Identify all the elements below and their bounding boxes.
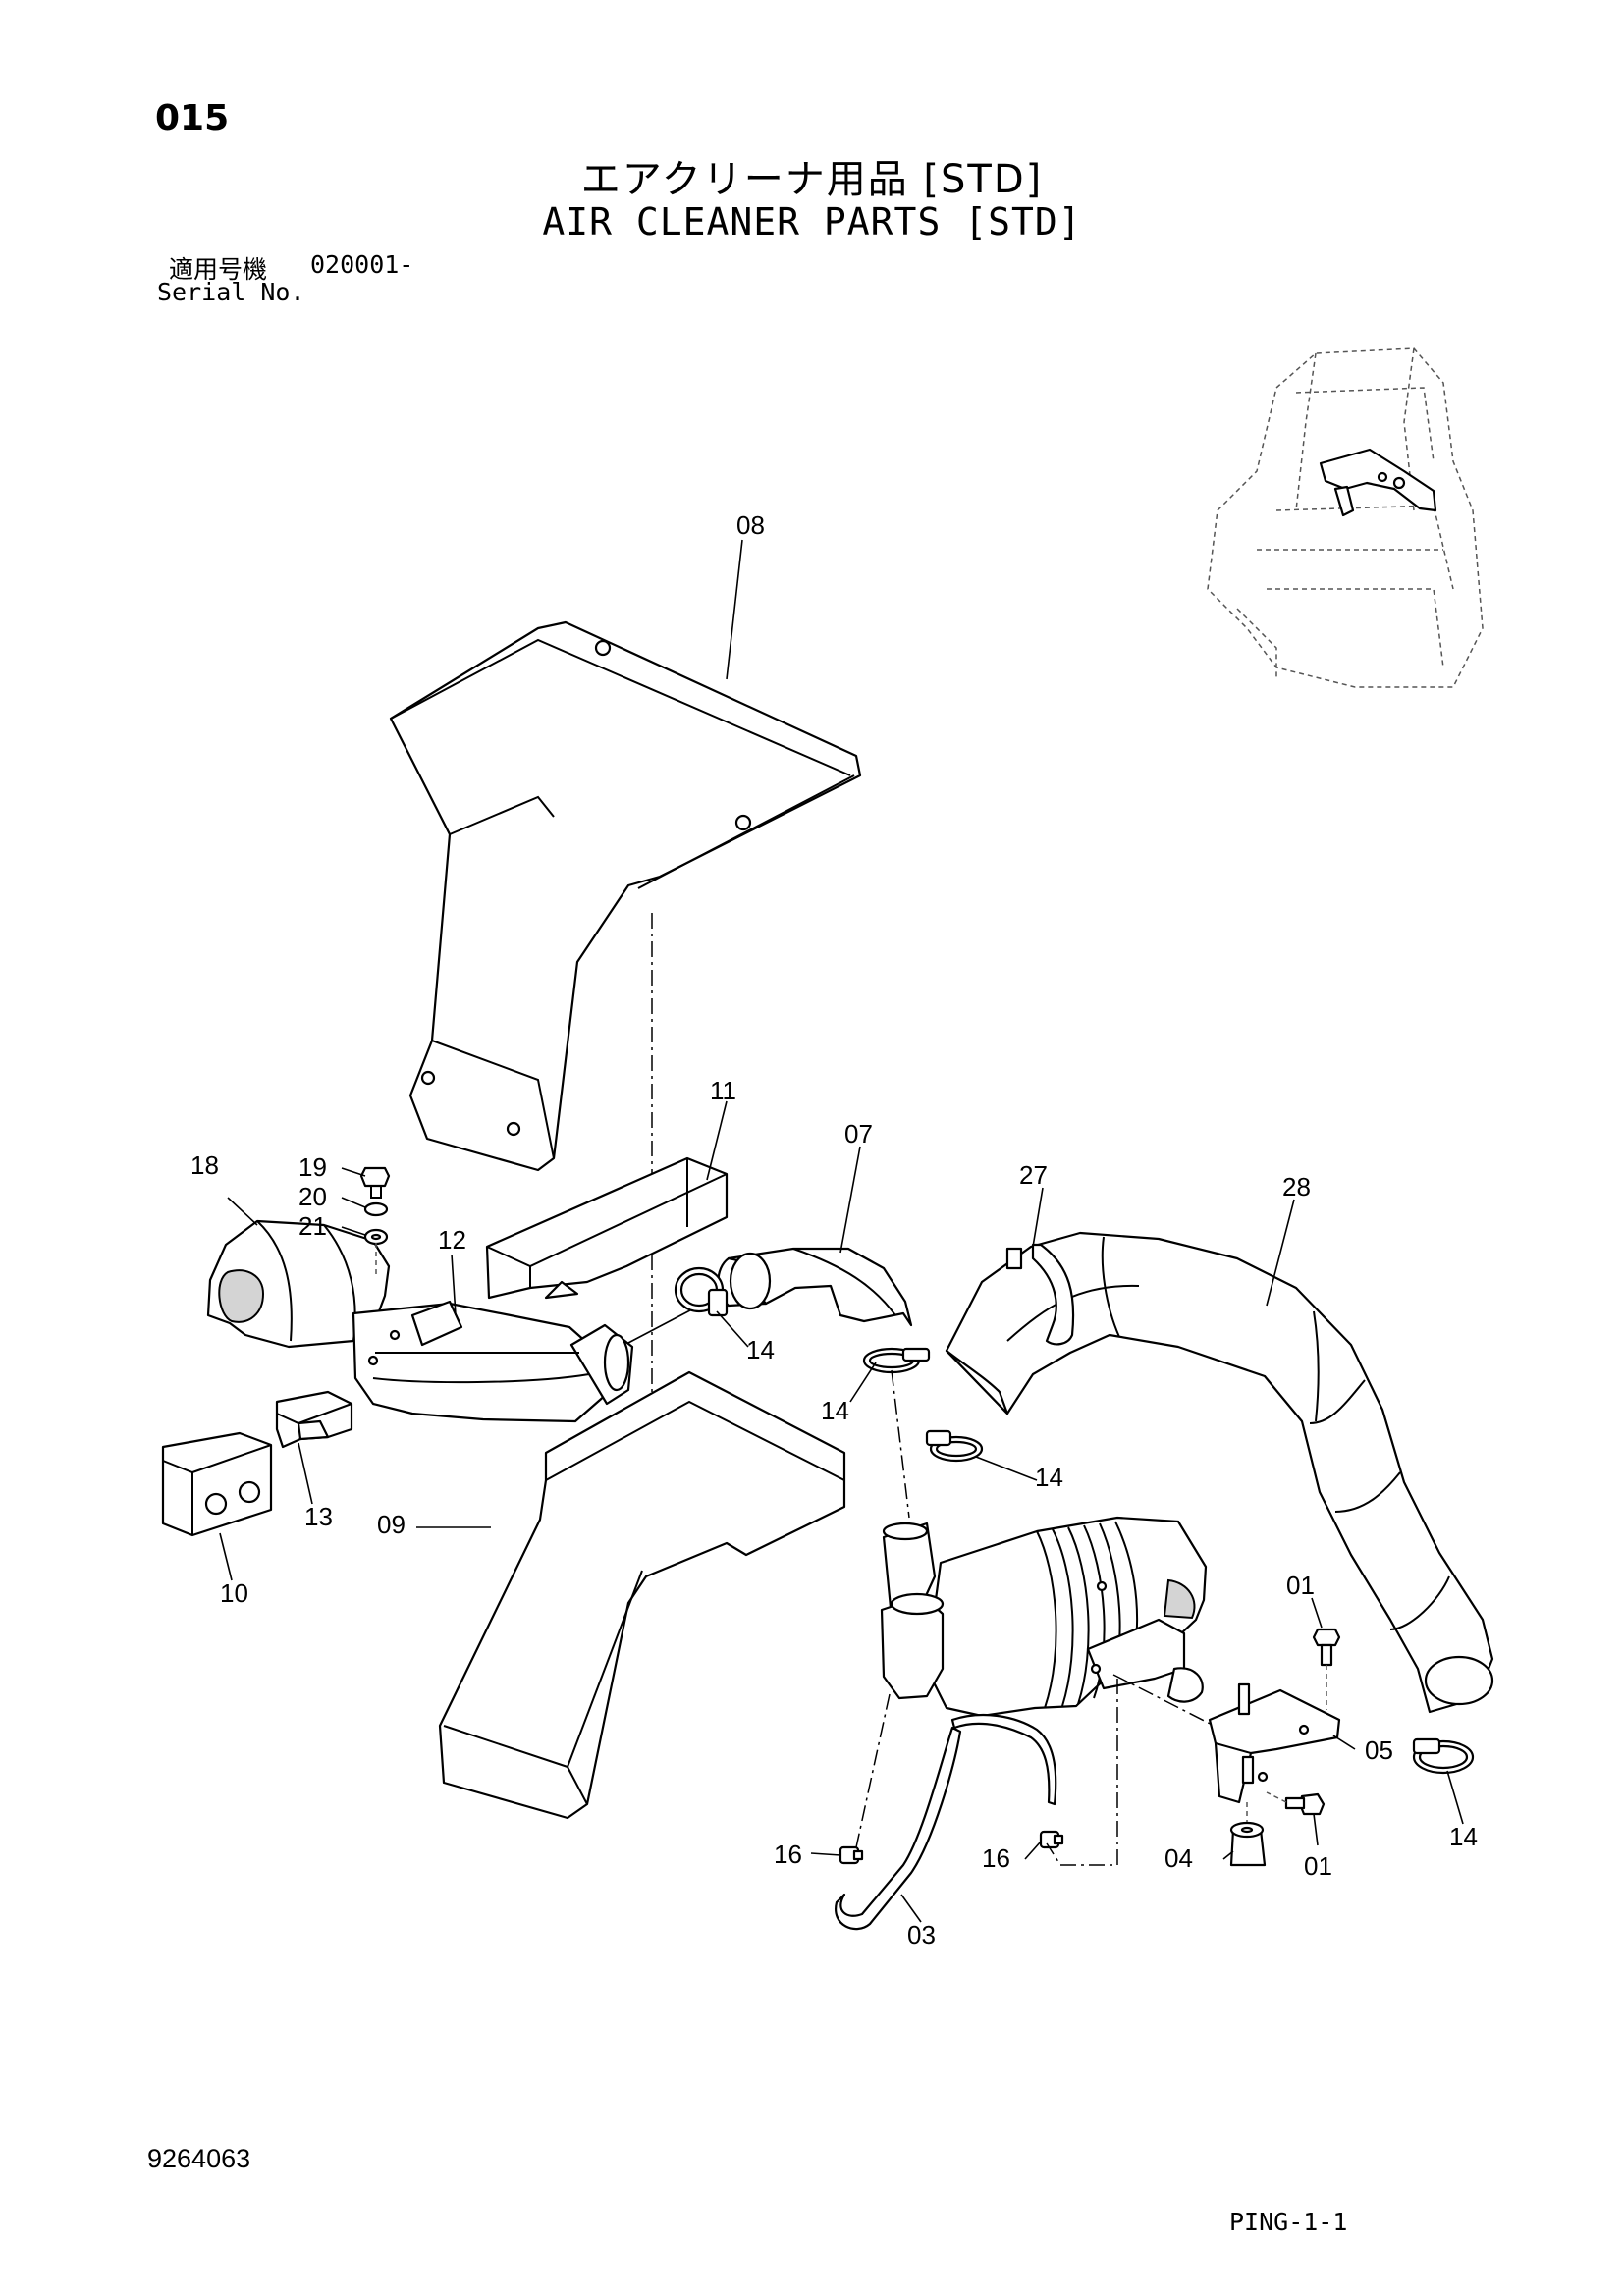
part-13-clip	[275, 1390, 353, 1449]
parts-19-20-21-bolt-washers	[359, 1166, 391, 1276]
callout-28: 28	[1282, 1172, 1311, 1201]
callout-05: 05	[1365, 1735, 1393, 1765]
callout-07: 07	[844, 1119, 873, 1148]
callout-03: 03	[907, 1920, 936, 1949]
part-09-lower-cover-plate	[438, 1370, 846, 1820]
part-28-long-duct	[945, 1231, 1494, 1714]
serial-range: 020001-	[310, 250, 414, 279]
part-18-intake-duct	[206, 1219, 391, 1349]
part-10-rubber-block	[161, 1431, 273, 1537]
part-27-strap	[1005, 1243, 1075, 1346]
part-16-clip-left	[839, 1845, 864, 1865]
part-16-clip-right	[1039, 1830, 1064, 1849]
part-11-bracket	[485, 1156, 729, 1300]
part-01-bolt-upper	[1312, 1628, 1341, 1710]
part-04-rubber-mount	[1229, 1802, 1267, 1867]
callout-27: 27	[1019, 1160, 1048, 1190]
callout-14-a: 14	[746, 1335, 775, 1364]
part-14-hose-clamp-b	[862, 1347, 931, 1374]
callout-21: 21	[298, 1211, 327, 1241]
serial-label-japanese: 適用号機	[169, 255, 268, 284]
callout-16-right: 16	[982, 1843, 1010, 1873]
part-14-hose-clamp-c	[925, 1429, 984, 1463]
callout-11: 11	[710, 1076, 736, 1105]
machine-location-thumbnail	[1207, 347, 1484, 688]
callout-01-upper: 01	[1286, 1571, 1315, 1600]
callout-19: 19	[298, 1152, 327, 1182]
callout-18: 18	[190, 1150, 219, 1180]
part-08-upper-cover-plate	[389, 620, 862, 1172]
part-12-connecting-hose	[352, 1300, 634, 1423]
page-number: 015	[155, 98, 230, 138]
callout-12: 12	[438, 1225, 466, 1255]
callout-14-c: 14	[1035, 1463, 1063, 1492]
page-title-english: AIR CLEANER PARTS [STD]	[542, 200, 1082, 243]
part-05-mounting-bracket	[1208, 1682, 1341, 1804]
sheet-code: PING-1-1	[1229, 2208, 1348, 2236]
part-14-hose-clamp-d	[1412, 1737, 1475, 1775]
callout-16-left: 16	[774, 1840, 802, 1869]
drawing-number: 9264063	[147, 2144, 251, 2173]
callout-09: 09	[377, 1510, 406, 1539]
callout-14-b: 14	[821, 1396, 849, 1425]
callout-01-lower: 01	[1304, 1851, 1332, 1881]
callout-04: 04	[1164, 1843, 1193, 1873]
callout-08: 08	[736, 510, 765, 540]
part-07-elbow-hose	[717, 1247, 913, 1327]
callout-13: 13	[304, 1502, 333, 1531]
callout-14-d: 14	[1449, 1822, 1478, 1851]
serial-label-english: Serial No.	[157, 278, 305, 306]
callout-10: 10	[220, 1578, 248, 1608]
part-01-bolt-lower	[1266, 1791, 1326, 1816]
air-cleaner-assembly	[880, 1516, 1238, 1738]
part-14-hose-clamp-a	[674, 1266, 729, 1317]
part-03-drain-hose	[835, 1714, 1057, 1931]
page-title-japanese: エアクリーナ用品 [STD]	[580, 157, 1044, 202]
callout-20: 20	[298, 1182, 327, 1211]
